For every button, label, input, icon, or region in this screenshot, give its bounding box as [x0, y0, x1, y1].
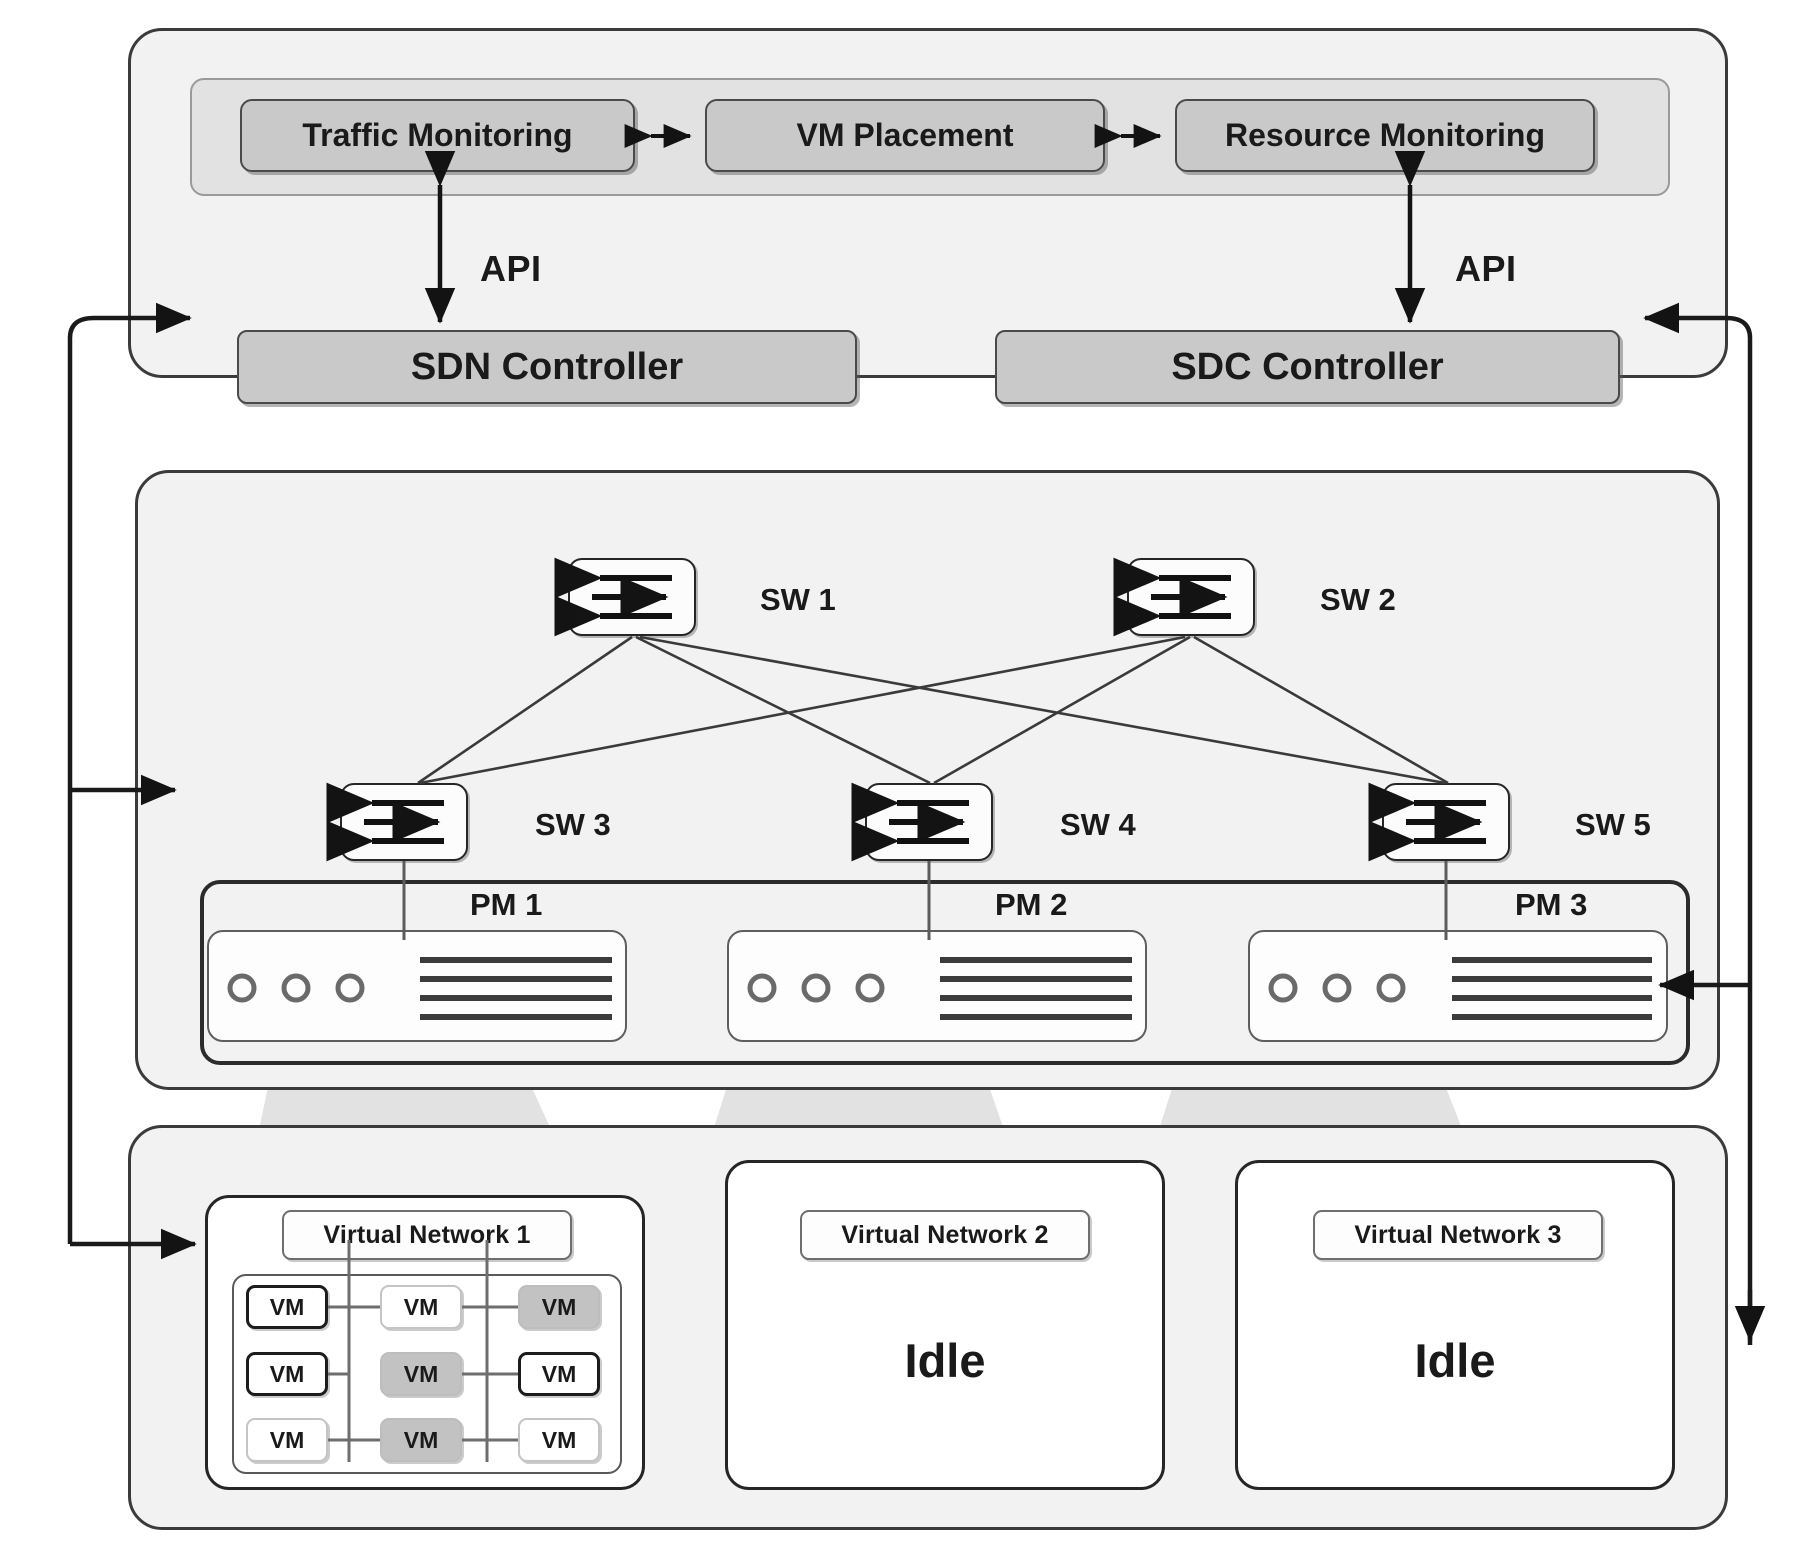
server-pm3[interactable]	[1248, 930, 1668, 1042]
sdn-controller-label: SDN Controller	[410, 345, 684, 388]
traffic-monitoring-module[interactable]: Traffic Monitoring	[240, 99, 635, 172]
virtual-network-1-tag: Virtual Network 1	[282, 1210, 572, 1260]
switch-sw5-label: SW 5	[1575, 807, 1651, 842]
vm-placement-module[interactable]: VM Placement	[705, 99, 1105, 172]
vm-1[interactable]: VM	[246, 1285, 328, 1329]
vm-2-label: VM	[403, 1293, 439, 1320]
switch-sw5-icon[interactable]	[1382, 783, 1510, 861]
vm-9[interactable]: VM	[518, 1418, 600, 1462]
switch-sw4-label: SW 4	[1060, 807, 1136, 842]
virtual-network-3-label: Virtual Network 3	[1354, 1220, 1562, 1249]
vm-3-label: VM	[541, 1293, 577, 1320]
switch-sw4-icon[interactable]	[865, 783, 993, 861]
api-label-left: API	[480, 248, 542, 289]
resource-monitoring-label: Resource Monitoring	[1224, 117, 1545, 153]
server-pm2[interactable]	[727, 930, 1147, 1042]
switch-sw3-icon[interactable]	[340, 783, 468, 861]
vm-6[interactable]: VM	[518, 1352, 600, 1396]
traffic-monitoring-label: Traffic Monitoring	[302, 117, 573, 153]
resource-monitoring-module[interactable]: Resource Monitoring	[1175, 99, 1595, 172]
switch-sw1-label: SW 1	[760, 582, 836, 617]
virtual-network-2-tag: Virtual Network 2	[800, 1210, 1090, 1260]
sdc-controller-box[interactable]: SDC Controller	[995, 330, 1620, 404]
switch-sw2-label: SW 2	[1320, 582, 1396, 617]
vm-1-label: VM	[269, 1293, 305, 1320]
pm3-label: PM 3	[1515, 887, 1588, 922]
virtual-network-3-tag: Virtual Network 3	[1313, 1210, 1603, 1260]
vm-7-label: VM	[269, 1426, 305, 1453]
vm-3[interactable]: VM	[518, 1285, 600, 1329]
server-pm1[interactable]	[207, 930, 627, 1042]
pm1-label: PM 1	[470, 887, 543, 922]
switch-sw3-label: SW 3	[535, 807, 611, 842]
vm-placement-label: VM Placement	[796, 117, 1014, 153]
virtual-network-3-idle-text: Idle	[1414, 1333, 1496, 1387]
vm-4-label: VM	[269, 1360, 305, 1387]
virtual-network-2-box[interactable]	[725, 1160, 1165, 1490]
virtual-network-2-idle-text: Idle	[904, 1333, 986, 1387]
vm-7[interactable]: VM	[246, 1418, 328, 1462]
vm-8-label: VM	[403, 1426, 439, 1453]
vm-9-label: VM	[541, 1426, 577, 1453]
api-label-right: API	[1455, 248, 1517, 289]
pm2-label: PM 2	[995, 887, 1068, 922]
vm-4[interactable]: VM	[246, 1352, 328, 1396]
vm-5[interactable]: VM	[380, 1352, 462, 1396]
vm-5-label: VM	[403, 1360, 439, 1387]
sdc-controller-label: SDC Controller	[1171, 345, 1444, 388]
sdn-controller-box[interactable]: SDN Controller	[237, 330, 857, 404]
vm-8[interactable]: VM	[380, 1418, 462, 1462]
switch-sw2-icon[interactable]	[1127, 558, 1255, 636]
virtual-network-2-label: Virtual Network 2	[841, 1220, 1049, 1249]
virtual-network-1-label: Virtual Network 1	[323, 1220, 531, 1249]
switch-sw1-icon[interactable]	[568, 558, 696, 636]
vm-6-label: VM	[541, 1360, 577, 1387]
vm-2[interactable]: VM	[380, 1285, 462, 1329]
